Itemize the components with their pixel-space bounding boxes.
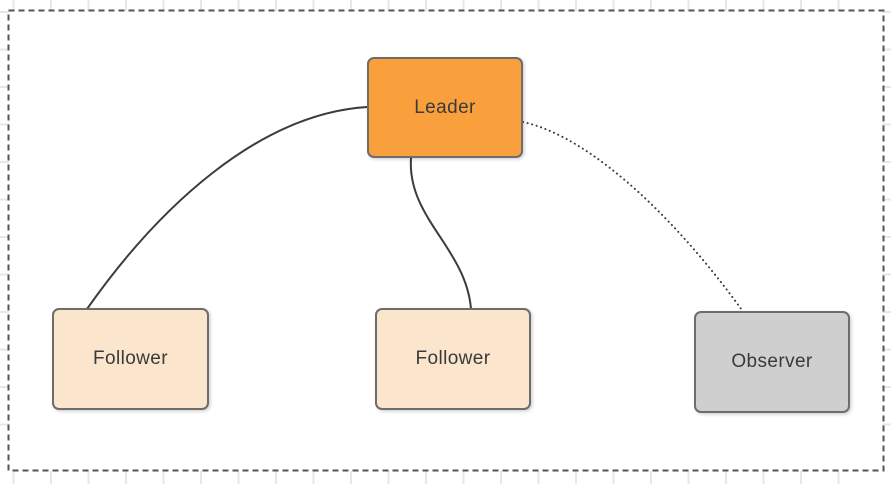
edge-leader-to-observer[interactable]: [522, 121, 745, 314]
node-observer-label: Observer: [731, 351, 813, 372]
edge-leader-to-follower-left[interactable]: [86, 106, 368, 310]
node-follower-left-label: Follower: [93, 348, 168, 369]
grid-ticks-bottom: [0, 471, 891, 484]
node-leader[interactable]: Leader: [367, 57, 523, 158]
node-follower-middle-label: Follower: [415, 348, 491, 369]
node-follower-middle[interactable]: Follower: [375, 308, 531, 410]
page-boundary-dashed-border: [7, 9, 885, 472]
node-leader-label: Leader: [414, 96, 476, 118]
node-follower-left[interactable]: Follower: [52, 308, 209, 410]
grid-ticks-right: [882, 0, 891, 484]
edge-leader-to-follower-middle[interactable]: [409, 157, 472, 310]
grid-ticks-left: [0, 0, 9, 484]
grid-ticks-top: [0, 0, 891, 11]
node-observer[interactable]: Observer: [694, 311, 850, 413]
